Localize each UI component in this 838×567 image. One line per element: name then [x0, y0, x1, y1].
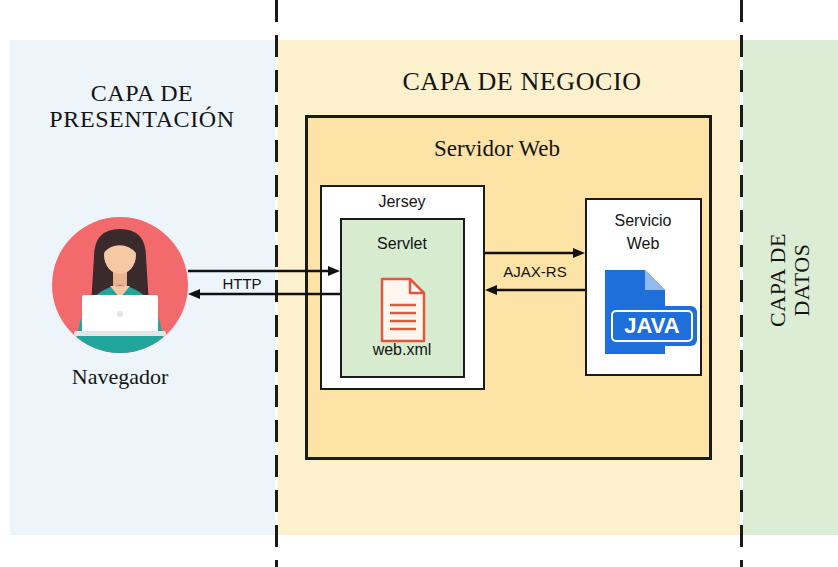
- container-box: Servlet web.xml Jersey: [320, 185, 485, 390]
- edge-group: [188, 253, 585, 294]
- protocol-label: HTTP: [219, 275, 264, 292]
- node-title: Servlet: [377, 235, 427, 253]
- xml-file-icon: [378, 277, 428, 343]
- file-outline: [382, 279, 424, 341]
- person-figure: [74, 229, 166, 353]
- layer-divider: [740, 0, 743, 567]
- flow-arrow: [493, 289, 585, 292]
- java-page-fold: [645, 270, 665, 290]
- file-line: [390, 320, 416, 323]
- file-line: [390, 312, 416, 315]
- java-badge: [607, 306, 697, 346]
- node-title: Navegador: [72, 364, 169, 389]
- java-badge-inner: [612, 311, 692, 341]
- node-title: CAPA DE DATOS: [766, 220, 814, 340]
- server-box: Servlet web.xml Jersey Servicio Web Servido…: [305, 115, 712, 460]
- protocol-label: AJAX-RS: [500, 263, 569, 280]
- laptop-logo: [117, 311, 123, 317]
- user-illustration: [52, 217, 188, 353]
- client-node: Navegador: [52, 217, 188, 397]
- laptop-base: [74, 331, 166, 336]
- torso: [76, 285, 164, 353]
- file-line: [390, 328, 416, 331]
- node-title: CAPA DE NEGOCIO: [402, 67, 641, 97]
- fringe: [103, 235, 137, 254]
- node-title: Jersey: [378, 193, 425, 211]
- servlet-box: Servlet web.xml: [340, 218, 465, 378]
- node-title: Servidor Web: [434, 136, 560, 162]
- node-title: Servicio Web: [601, 209, 685, 255]
- file-line: [390, 304, 416, 307]
- file-fold: [410, 279, 424, 293]
- service-box: Servicio Web: [585, 198, 702, 376]
- layer-band: Servlet web.xml Jersey Servicio Web Servido…: [278, 40, 740, 535]
- node-text: web.xml: [373, 341, 432, 359]
- face: [104, 236, 136, 274]
- flow-arrow: [485, 252, 577, 255]
- node-title: CAPA DE PRESENTACIÓN: [27, 80, 257, 133]
- language-badge-text: JAVA: [612, 311, 692, 341]
- flow-arrow: [196, 293, 340, 296]
- layer-divider: [275, 0, 278, 567]
- flow-arrow: [188, 270, 332, 273]
- layer-band: CAPA DE DATOS: [743, 40, 838, 535]
- laptop-screen: [82, 295, 158, 333]
